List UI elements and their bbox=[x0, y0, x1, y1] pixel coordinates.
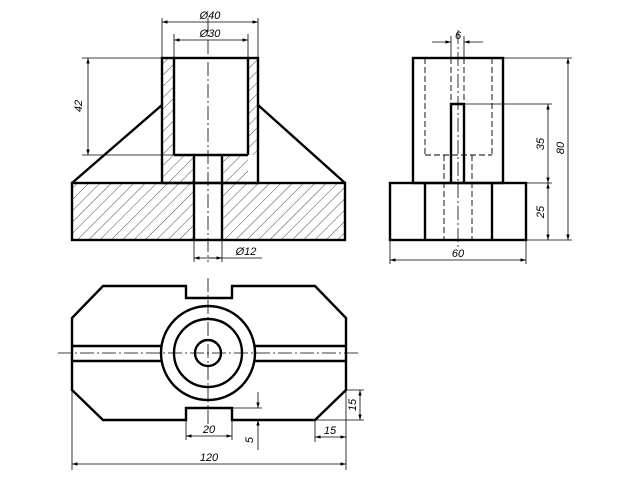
front-bore-hatch-right bbox=[248, 58, 258, 155]
dim-5: 5 bbox=[244, 436, 256, 443]
dim-25: 25 bbox=[535, 205, 547, 219]
dim-d40: Ø40 bbox=[199, 10, 222, 22]
top-view: 20 5 15 15 120 bbox=[58, 278, 364, 470]
dim-20: 20 bbox=[202, 424, 216, 436]
front-section-hatch-left bbox=[72, 155, 194, 240]
front-bore-hatch-left bbox=[162, 58, 174, 155]
dim-15-vertical: 15 bbox=[347, 398, 359, 411]
dim-d12: Ø12 bbox=[235, 246, 257, 258]
dim-d30: Ø30 bbox=[199, 28, 222, 40]
dim-120: 120 bbox=[200, 452, 219, 464]
dim-15-horizontal: 15 bbox=[324, 425, 337, 437]
front-rib-left bbox=[71, 104, 163, 184]
side-slot bbox=[449, 102, 466, 183]
side-view: 6 35 80 25 60 bbox=[388, 30, 572, 264]
front-rib-right bbox=[257, 104, 346, 184]
dim-35: 35 bbox=[535, 137, 547, 150]
front-section-hatch-right bbox=[222, 155, 345, 240]
dim-80: 80 bbox=[555, 141, 567, 154]
dim-60: 60 bbox=[452, 248, 465, 260]
front-view: Ø40 Ø30 42 Ø12 bbox=[70, 10, 347, 262]
front-cylinder-outline bbox=[160, 56, 260, 185]
dim-6: 6 bbox=[455, 30, 462, 42]
dim-42: 42 bbox=[73, 100, 85, 112]
